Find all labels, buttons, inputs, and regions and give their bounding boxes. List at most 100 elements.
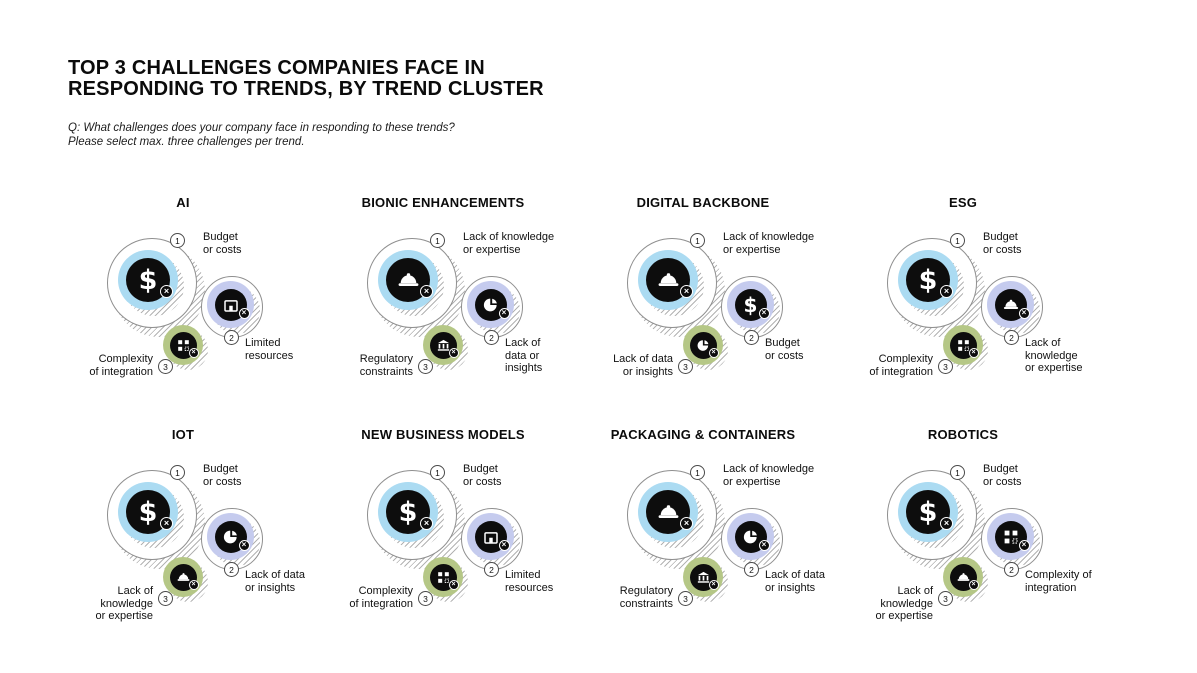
x-mark-icon: × xyxy=(1018,539,1030,551)
rank-badge-2: 2 xyxy=(484,562,499,577)
challenge-bubble-rank3: × xyxy=(943,557,983,597)
challenge-label-3: Regulatory constraints xyxy=(359,353,413,378)
x-mark-icon: × xyxy=(940,517,953,530)
trend-cluster-robotics: ROBOTICS $ × × × 1 2 3 Bud xyxy=(833,427,1093,639)
x-mark-icon: × xyxy=(448,347,459,358)
rank-badge-1: 1 xyxy=(430,465,445,480)
rank-badge-3: 3 xyxy=(938,359,953,374)
rank-badge-3: 3 xyxy=(418,591,433,606)
challenge-label-2: Lack of data or insights xyxy=(765,569,825,594)
workflow-icon xyxy=(956,338,971,353)
rank-badge-2: 2 xyxy=(744,330,759,345)
challenge-bubble-rank2: × xyxy=(987,281,1034,328)
challenge-label-3: Regulatory constraints xyxy=(619,585,673,610)
challenge-label-3: Complexity of integration xyxy=(349,585,413,610)
icon-disc: × xyxy=(689,563,719,591)
rank-badge-1: 1 xyxy=(690,465,705,480)
trend-cluster-new-business-models: NEW BUSINESS MODELS $ × × × 1 2 xyxy=(313,427,573,639)
challenge-bubble-rank2: × xyxy=(467,513,514,560)
x-mark-icon: × xyxy=(238,539,250,551)
bank-icon xyxy=(696,570,711,585)
dollar-icon: $ xyxy=(138,264,158,296)
x-mark-icon: × xyxy=(708,579,719,590)
x-mark-icon: × xyxy=(188,579,199,590)
pie-chart-icon xyxy=(696,338,711,353)
x-mark-icon: × xyxy=(188,347,199,358)
rank-badge-1: 1 xyxy=(950,233,965,248)
x-mark-icon: × xyxy=(758,307,770,319)
challenge-bubble-rank2: × xyxy=(987,513,1034,560)
cluster-grid: AI $ × × × 1 2 3 Budget or xyxy=(53,195,1093,640)
challenge-label-1: Budget or costs xyxy=(983,231,1022,256)
page-title-line2: RESPONDING TO TRENDS, BY TREND CLUSTER xyxy=(68,78,544,100)
challenge-label-2: Lack of data or insights xyxy=(245,569,305,594)
rank-badge-3: 3 xyxy=(938,591,953,606)
survey-question-line2: Please select max. three challenges per … xyxy=(68,136,305,148)
challenge-label-2: Complexity of integration xyxy=(1025,569,1092,594)
challenge-bubble-rank2: × xyxy=(207,513,254,560)
challenge-bubble-rank1: $ × xyxy=(898,482,958,542)
challenge-label-3: Complexity of integration xyxy=(869,353,933,378)
icon-disc: × xyxy=(429,563,459,591)
x-mark-icon: × xyxy=(420,517,433,530)
icon-disc: × xyxy=(214,520,250,553)
cluster-title: AI xyxy=(176,195,190,210)
x-mark-icon: × xyxy=(420,285,433,298)
challenge-bubble-rank2: $ × xyxy=(727,281,774,328)
challenge-bubble-rank3: × xyxy=(683,557,723,597)
survey-question-line1: Q: What challenges does your company fac… xyxy=(68,122,455,134)
rank-badge-3: 3 xyxy=(678,591,693,606)
challenge-bubble-rank3: × xyxy=(423,557,463,597)
challenge-label-1: Lack of knowledge or expertise xyxy=(723,463,815,488)
icon-disc: × xyxy=(646,490,693,534)
challenge-label-2: Lack of data or insights xyxy=(505,337,543,375)
pie-chart-icon xyxy=(742,528,760,546)
rank-badge-2: 2 xyxy=(224,330,239,345)
challenge-label-1: Lack of knowledge or expertise xyxy=(463,231,555,256)
challenge-bubble-rank1: $ × xyxy=(118,482,178,542)
hardhat-icon xyxy=(176,570,191,585)
rank-badge-2: 2 xyxy=(484,330,499,345)
x-mark-icon: × xyxy=(160,517,173,530)
dollar-icon: $ xyxy=(743,292,758,317)
workflow-icon xyxy=(1002,528,1020,546)
x-mark-icon: × xyxy=(498,539,510,551)
dollar-icon: $ xyxy=(918,264,938,296)
challenge-label-1: Budget or costs xyxy=(983,463,1022,488)
challenge-label-2: Limited resources xyxy=(505,569,554,594)
pie-chart-icon xyxy=(222,528,240,546)
x-mark-icon: × xyxy=(160,285,173,298)
challenge-label-1: Lack of knowledge or expertise xyxy=(723,231,815,256)
hardhat-icon xyxy=(396,268,421,293)
page-title-line1: TOP 3 CHALLENGES COMPANIES FACE IN xyxy=(68,57,485,79)
rank-badge-3: 3 xyxy=(158,359,173,374)
rank-badge-1: 1 xyxy=(170,465,185,480)
trend-cluster-ai: AI $ × × × 1 2 3 Budget or xyxy=(53,195,313,407)
icon-disc: $ × xyxy=(906,258,953,302)
challenge-label-1: Budget or costs xyxy=(203,463,242,488)
dollar-icon: $ xyxy=(918,496,938,528)
x-mark-icon: × xyxy=(968,347,979,358)
rank-badge-2: 2 xyxy=(1004,330,1019,345)
challenge-bubble-rank3: × xyxy=(423,325,463,365)
icon-disc: × xyxy=(474,520,510,553)
icon-disc: $ × xyxy=(906,490,953,534)
workflow-icon xyxy=(436,570,451,585)
icon-disc: × xyxy=(994,520,1030,553)
rank-badge-1: 1 xyxy=(950,465,965,480)
x-mark-icon: × xyxy=(680,517,693,530)
challenge-bubble-rank1: $ × xyxy=(898,250,958,310)
icon-disc: × xyxy=(429,331,459,359)
icon-disc: × xyxy=(949,563,979,591)
icon-disc: × xyxy=(474,288,510,321)
trend-cluster-iot: IOT $ × × × 1 2 3 Budget o xyxy=(53,427,313,639)
icon-disc: × xyxy=(169,331,199,359)
challenge-bubble-rank3: × xyxy=(163,557,203,597)
icon-disc: $ × xyxy=(126,258,173,302)
pie-chart-icon xyxy=(482,296,500,314)
hardhat-icon xyxy=(656,500,681,525)
challenge-bubble-rank1: × xyxy=(638,250,698,310)
challenge-label-1: Budget or costs xyxy=(463,463,502,488)
x-mark-icon: × xyxy=(940,285,953,298)
